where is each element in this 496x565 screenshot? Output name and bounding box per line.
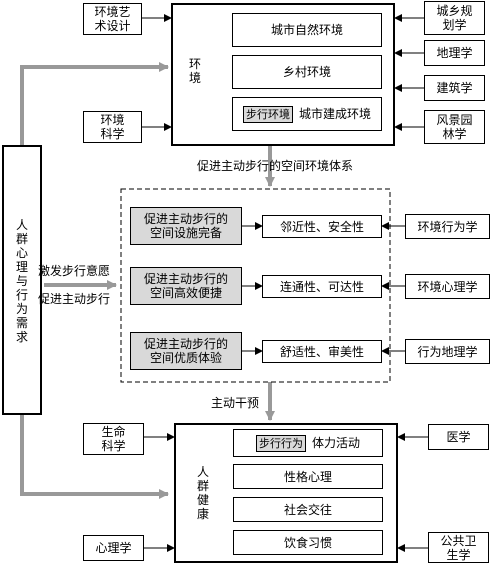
physical-activity-text: 体力活动 — [311, 436, 360, 450]
result-connectivity-access: 连通性、可达性 — [262, 275, 382, 298]
need-label: 人群心理与行为需求 — [15, 218, 28, 344]
discipline-landscape: 风景园林学 — [424, 110, 485, 144]
need-to-env-arrow — [20, 62, 169, 145]
walking-env-tag: 步行环境 — [242, 105, 293, 123]
result-comfort-aesthetic: 舒适性、审美性 — [262, 340, 382, 363]
system-label: 促进主动步行的空间环境体系 — [197, 159, 354, 173]
discipline-geography: 地理学 — [424, 40, 485, 66]
discipline-medicine: 医学 — [428, 424, 489, 450]
discipline-env-psychology: 环境心理学 — [405, 274, 490, 299]
promote-efficiency-box: 促进主动步行的空间高效便捷 — [130, 267, 242, 305]
discipline-env-behavior: 环境行为学 — [405, 214, 490, 239]
environment-label: 环境 — [188, 57, 201, 85]
env-item-built: 步行环境 城市建成环境 — [232, 97, 382, 131]
discipline-env-art-design: 环境艺术设计 — [83, 3, 142, 35]
stimulate-label: 激发步行意愿 — [38, 264, 111, 278]
need-to-health-arrow — [20, 415, 169, 499]
health-diet: 饮食习惯 — [233, 530, 383, 555]
discipline-psychology: 心理学 — [83, 535, 144, 561]
need-box — [2, 145, 42, 415]
promote-dashed-frame — [120, 188, 391, 383]
health-personality: 性格心理 — [233, 464, 383, 489]
discipline-architecture: 建筑学 — [424, 75, 485, 101]
env-item-rural: 乡村环境 — [232, 55, 382, 89]
built-env-text: 城市建成环境 — [298, 107, 371, 121]
intervene-label: 主动干预 — [211, 396, 260, 410]
discipline-life-science: 生命科学 — [83, 423, 144, 455]
discipline-public-health: 公共卫生学 — [428, 532, 489, 563]
discipline-env-science: 环境科学 — [83, 111, 142, 143]
health-social: 社会交往 — [233, 497, 383, 522]
promote-facility-box: 促进主动步行的空间设施完备 — [130, 207, 242, 245]
result-proximity-safety: 邻近性、安全性 — [262, 215, 382, 238]
discipline-urban-planning: 城乡规划学 — [424, 1, 485, 35]
env-item-urban-nature: 城市自然环境 — [232, 13, 382, 47]
discipline-behavior-geography: 行为地理学 — [405, 339, 490, 364]
promote-walk-label: 促进主动步行 — [38, 292, 111, 306]
health-label: 人群健康 — [196, 465, 209, 521]
walking-behavior-tag: 步行行为 — [255, 434, 306, 452]
promote-experience-box: 促进主动步行的空间优质体验 — [130, 332, 242, 370]
health-activity: 步行行为 体力活动 — [233, 429, 383, 457]
